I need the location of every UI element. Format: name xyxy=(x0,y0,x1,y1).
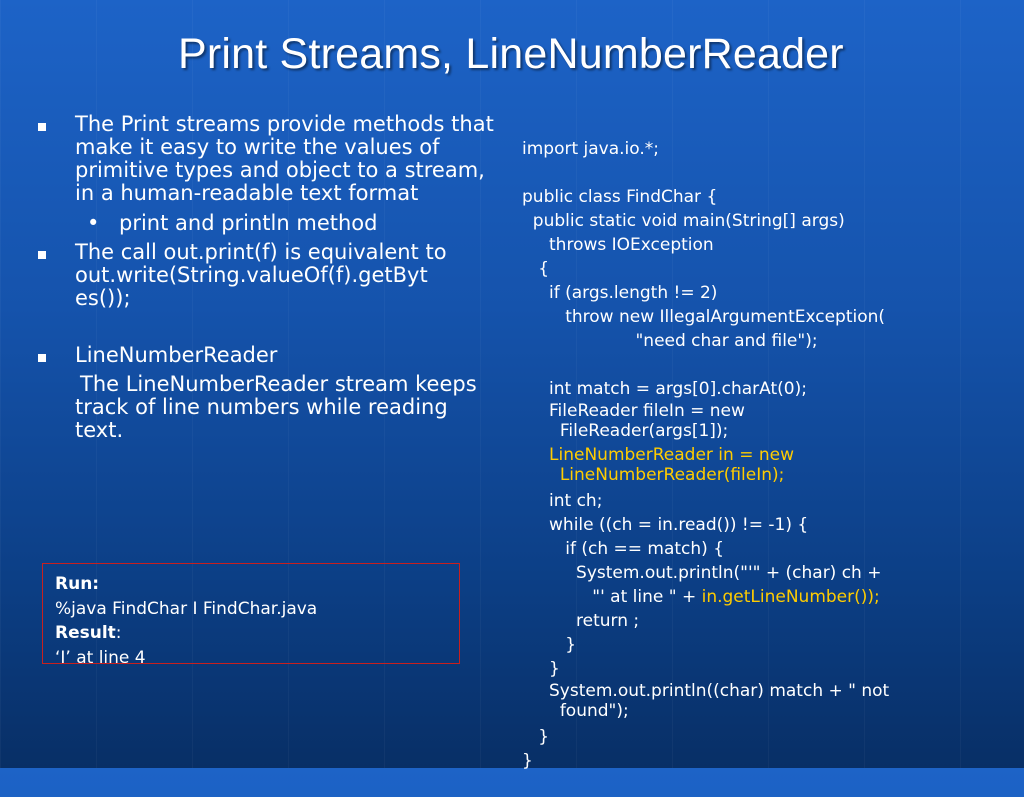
bullet-out-print: The call out.print(f) is equivalent to o… xyxy=(35,241,500,310)
code-line: while ((ch = in.read()) != -1) { xyxy=(522,515,809,535)
bullet-list: The Print streams provide methods that m… xyxy=(35,113,500,442)
code-line: public static void main(String[] args) xyxy=(522,211,845,231)
sub-bullet-text: print and println method xyxy=(119,211,378,235)
run-command: %java FindChar I FindChar.java xyxy=(55,598,318,619)
code-line: "need char and file"); xyxy=(522,331,818,351)
code-line: FileReader fileIn = new xyxy=(522,401,745,421)
code-segment: "' at line " + xyxy=(522,587,702,607)
result-value: ‘I’ at line 4 xyxy=(55,647,146,668)
code-line: System.out.println("'" + (char) ch + xyxy=(522,563,882,583)
bullet-heading: LineNumberReader xyxy=(75,343,278,367)
run-result-box: Run: %java FindChar I FindChar.java Resu… xyxy=(42,563,460,668)
slide-title: Print Streams, LineNumberReader xyxy=(178,30,844,78)
round-bullet-icon: • xyxy=(87,211,100,235)
bullet-text-line: out.write(String.valueOf(f).getByt xyxy=(75,263,428,287)
code-line: throws IOException xyxy=(522,235,714,255)
linenumberreader-description: The LineNumberReader stream keeps track … xyxy=(75,372,477,442)
code-line: throw new IllegalArgumentException( xyxy=(522,307,886,327)
code-line: } xyxy=(522,659,560,679)
code-line: if (ch == match) { xyxy=(522,539,725,559)
code-line: FileReader(args[1]); xyxy=(522,421,729,441)
code-line: found"); xyxy=(522,701,629,721)
code-block: import java.io.*; public class FindChar {… xyxy=(522,113,1017,797)
code-line: } xyxy=(522,635,577,655)
code-line: System.out.println((char) match + " not xyxy=(522,681,890,701)
code-segment-highlight: in.getLineNumber()); xyxy=(701,587,880,607)
code-line: import java.io.*; xyxy=(522,139,660,159)
result-label: Result xyxy=(55,623,116,643)
square-bullet-icon xyxy=(38,123,46,131)
square-bullet-icon xyxy=(38,251,46,259)
code-line: { xyxy=(522,259,550,279)
bullet-linenumberreader: LineNumberReader xyxy=(35,344,500,367)
code-line: } xyxy=(522,727,550,747)
code-line: int ch; xyxy=(522,491,603,511)
sub-bullet-print-println: • print and println method xyxy=(35,212,500,235)
code-line: if (args.length != 2) xyxy=(522,283,718,303)
code-line-highlight: LineNumberReader(fileIn); xyxy=(522,465,785,485)
bullet-print-streams: The Print streams provide methods that m… xyxy=(35,113,500,205)
run-label: Run: xyxy=(55,574,100,594)
bullet-text-line: es()); xyxy=(75,286,131,310)
result-colon: : xyxy=(115,623,122,643)
code-line: } xyxy=(522,751,533,771)
bullet-text: The Print streams provide methods that m… xyxy=(75,112,494,205)
code-line: public class FindChar { xyxy=(522,187,718,207)
square-bullet-icon xyxy=(38,354,46,362)
code-line-highlight: LineNumberReader in = new xyxy=(522,445,794,465)
bullet-text-line: The call out.print(f) is equivalent to xyxy=(75,240,447,264)
code-line: int match = args[0].charAt(0); xyxy=(522,379,807,399)
code-line: "' at line " + in.getLineNumber()); xyxy=(522,585,1017,609)
code-line: return ; xyxy=(522,611,640,631)
